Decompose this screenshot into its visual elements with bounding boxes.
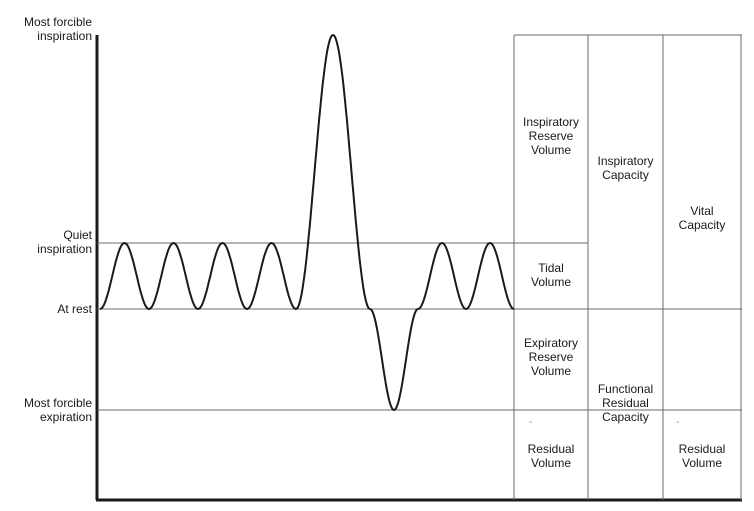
label-at-rest: At rest (57, 302, 92, 316)
dot-mark-col3: - (676, 417, 680, 428)
label-inspiratory-reserve-volume: Inspiratory Reserve Volume (522, 115, 580, 157)
label-quiet-inspiration: Quiet inspiration (37, 228, 92, 256)
label-residual-volume-col1: Residual Volume (527, 442, 575, 470)
label-functional-residual-capacity: Functional Residual Capacity (597, 382, 654, 424)
label-residual-volume-col3: Residual Volume (678, 442, 726, 470)
label-most-forcible-inspiration: Most forcible inspiration (23, 15, 92, 43)
label-tidal-volume: Tidal Volume (530, 261, 572, 289)
label-vital-capacity: Vital Capacity (678, 204, 726, 232)
label-inspiratory-capacity: Inspiratory Capacity (597, 154, 654, 182)
dot-mark-col1: - (529, 417, 533, 428)
label-most-forcible-expiration: Most forcible expiration (23, 396, 92, 424)
label-expiratory-reserve-volume: Expiratory Reserve Volume (523, 336, 579, 378)
breathing-waveform (99, 34, 515, 411)
